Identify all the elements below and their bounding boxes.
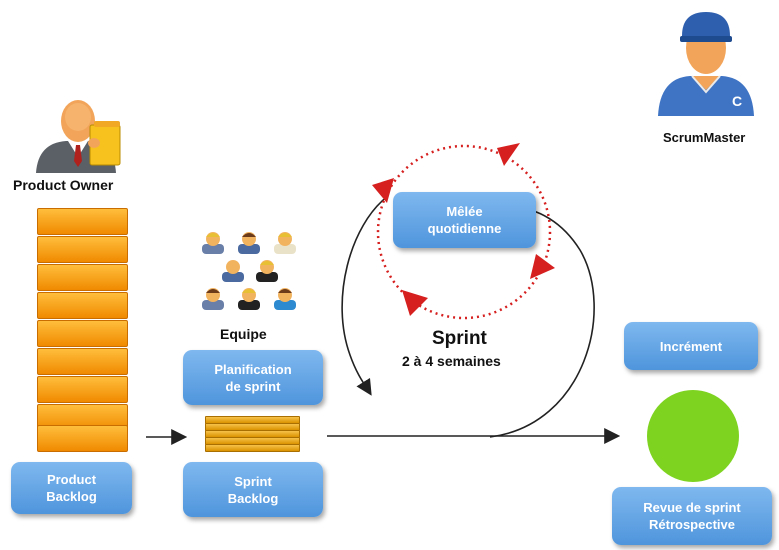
backlog-item [37, 236, 128, 263]
backlog-item [37, 348, 128, 375]
scrum-master-icon: C [652, 6, 760, 118]
cycle-arrowhead [530, 254, 555, 279]
backlog-item [37, 376, 128, 403]
sprint-duration: 2 à 4 semaines [402, 353, 501, 369]
review-line-2: Rétrospective [649, 517, 735, 532]
svg-text:C: C [732, 93, 742, 109]
backlog-item [37, 425, 128, 452]
sprint-planning-line-2: de sprint [225, 378, 281, 394]
product-backlog-box: Product Backlog [11, 462, 132, 514]
daily-scrum-box: Mêlée quotidienne [393, 192, 536, 248]
cycle-arrowhead [372, 178, 394, 203]
sprint-backlog-box: Sprint Backlog [183, 462, 323, 517]
backlog-item [37, 292, 128, 319]
sprint-backlog-line-1: Sprint [234, 473, 272, 489]
sprint-title: Sprint [432, 328, 487, 349]
product-backlog-line-2: Backlog [46, 489, 97, 504]
increment-circle [647, 390, 739, 482]
review-box: Revue de sprint Rétrospective [612, 487, 772, 545]
review-line-1: Revue de sprint [643, 500, 741, 515]
team-label: Equipe [220, 326, 267, 342]
sprint-planning-box: Planification de sprint [183, 350, 323, 405]
cycle-arrowhead [402, 290, 428, 316]
increment-label: Incrément [659, 338, 723, 354]
backlog-item [37, 264, 128, 291]
cycle-arrowhead [497, 143, 520, 166]
product-owner-label: Product Owner [13, 177, 114, 193]
backlog-item [37, 320, 128, 347]
product-backlog-line-1: Product [46, 472, 97, 487]
increment-box: Incrément [624, 322, 758, 370]
sprint-backlog-line-2: Backlog [227, 490, 279, 506]
product-owner-icon [28, 95, 138, 175]
daily-scrum-line-2: quotidienne [427, 221, 502, 236]
sprint-planning-line-1: Planification [214, 361, 292, 377]
scrum-master-label: ScrumMaster [663, 130, 746, 145]
team-icon [198, 230, 302, 318]
daily-scrum-line-1: Mêlée [446, 204, 483, 219]
sprint-backlog-item [205, 444, 300, 452]
backlog-item [37, 208, 128, 235]
